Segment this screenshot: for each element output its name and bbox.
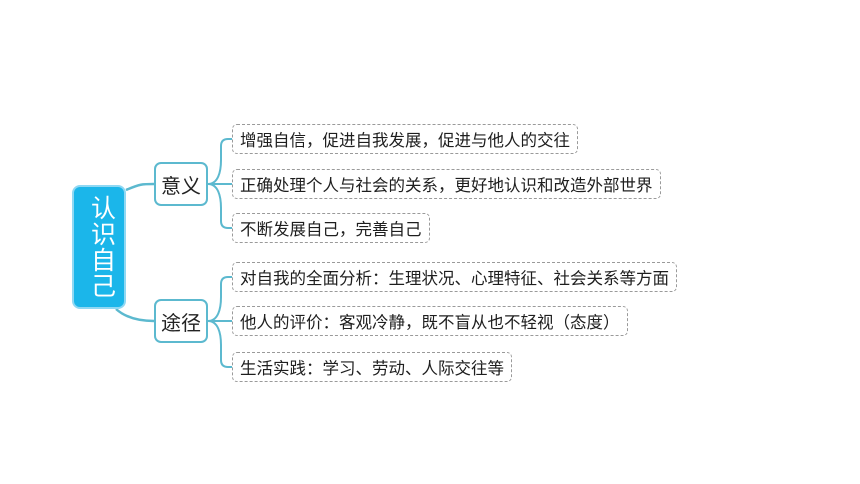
leaf-node: 对自我的全面分析：生理状况、心理特征、社会关系等方面 bbox=[232, 262, 677, 292]
root-node: 认识自己 bbox=[72, 185, 126, 309]
branch-node-meaning: 意义 bbox=[154, 162, 208, 206]
leaf-text: 生活实践：学习、劳动、人际交往等 bbox=[240, 359, 504, 378]
leaf-text: 他人的评价：客观冷静，既不盲从也不轻视（态度） bbox=[240, 313, 620, 332]
connector-root-to-branch-1 bbox=[115, 308, 155, 323]
root-label: 认识自己 bbox=[87, 195, 117, 299]
connector-root-to-branch-0 bbox=[125, 182, 155, 192]
connector-branch-0-leaf-2 bbox=[207, 183, 232, 229]
connector-branch-1-leaf-0 bbox=[207, 276, 232, 322]
leaf-text: 增强自信，促进自我发展，促进与他人的交往 bbox=[240, 131, 570, 150]
branch-label: 途径 bbox=[161, 310, 201, 335]
connector-branch-1-leaf-2 bbox=[207, 320, 232, 368]
leaf-text: 不断发展自己，完善自己 bbox=[240, 220, 422, 239]
leaf-text: 正确处理个人与社会的关系，更好地认识和改造外部世界 bbox=[240, 176, 653, 195]
leaf-text: 对自我的全面分析：生理状况、心理特征、社会关系等方面 bbox=[240, 269, 669, 288]
connector-branch-0-leaf-0 bbox=[207, 138, 232, 185]
branch-node-approach: 途径 bbox=[154, 299, 208, 343]
leaf-node: 正确处理个人与社会的关系，更好地认识和改造外部世界 bbox=[232, 169, 661, 199]
leaf-node: 生活实践：学习、劳动、人际交往等 bbox=[232, 352, 512, 382]
leaf-node: 他人的评价：客观冷静，既不盲从也不轻视（态度） bbox=[232, 306, 628, 336]
leaf-node: 增强自信，促进自我发展，促进与他人的交往 bbox=[232, 124, 578, 154]
leaf-node: 不断发展自己，完善自己 bbox=[232, 213, 430, 243]
branch-label: 意义 bbox=[161, 173, 201, 198]
